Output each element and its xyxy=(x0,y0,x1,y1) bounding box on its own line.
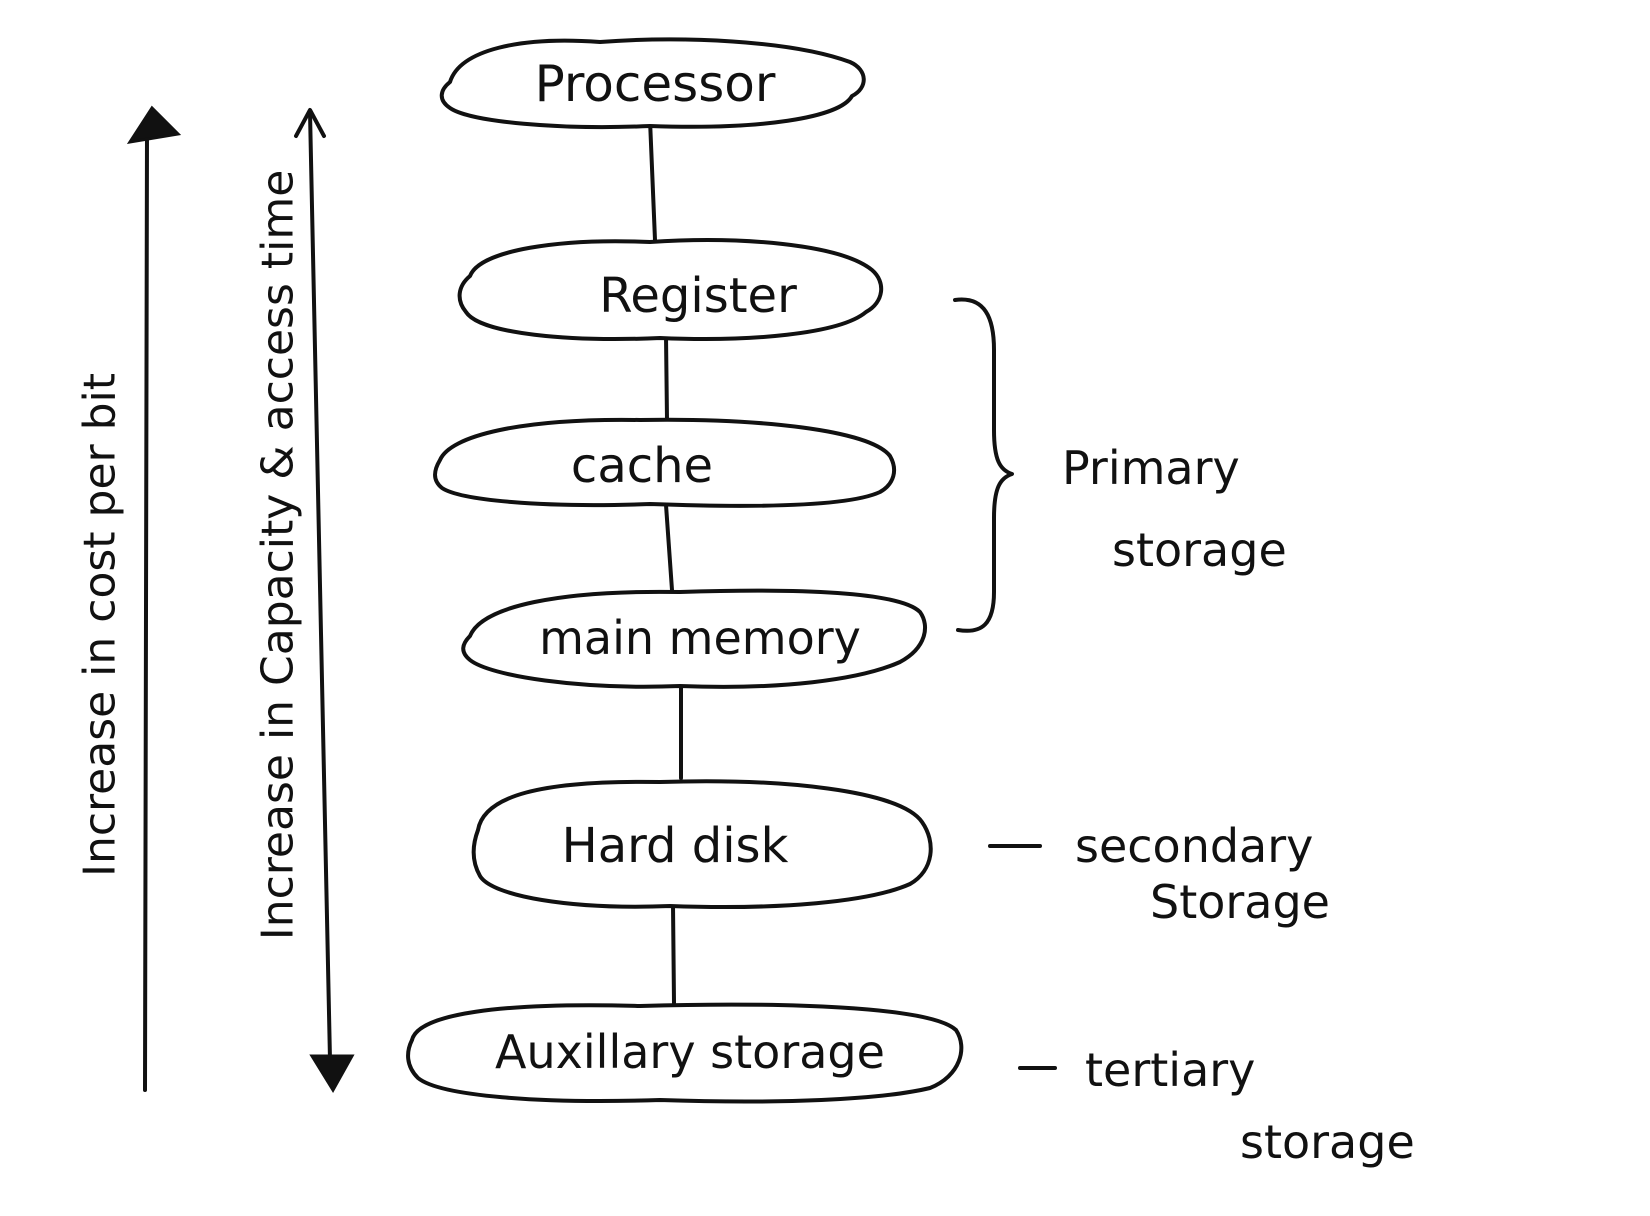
node-cache: cache xyxy=(433,417,897,508)
capacity-axis: Increase in Capacity & access time xyxy=(253,108,355,1093)
tertiary-storage-label-line2: storage xyxy=(1240,1115,1415,1169)
register-label: Register xyxy=(599,268,797,324)
cost-axis-arrowhead xyxy=(126,105,182,145)
cost-axis-line xyxy=(143,128,149,1092)
connector-cache-main-memory xyxy=(664,503,674,592)
hard-disk-shape xyxy=(471,779,933,909)
node-hard-disk: Hard disk xyxy=(471,779,933,909)
main-memory-label: main memory xyxy=(539,611,861,665)
cost-axis-label: Increase in cost per bit xyxy=(75,373,126,877)
node-main-memory: main memory xyxy=(461,588,928,689)
auxiliary-storage-label: Auxillary storage xyxy=(495,1025,885,1079)
primary-storage-label-line2: storage xyxy=(1112,523,1287,577)
tertiary-storage-label-line1: tertiary xyxy=(1085,1043,1255,1097)
capacity-axis-bottom-arrowhead xyxy=(309,1054,355,1093)
cache-label: cache xyxy=(571,438,713,494)
primary-storage-brace xyxy=(953,297,1014,633)
register-shape xyxy=(457,238,883,341)
processor-shape xyxy=(439,37,866,130)
tertiary-storage-group: tertiary storage xyxy=(1018,1043,1415,1169)
secondary-storage-label-line1: secondary xyxy=(1075,819,1313,873)
capacity-axis-line xyxy=(308,110,332,1062)
secondary-storage-label-line2: Storage xyxy=(1150,875,1330,929)
processor-label: Processor xyxy=(535,55,776,113)
capacity-axis-top-arrowhead xyxy=(294,108,326,138)
node-auxiliary-storage: Auxillary storage xyxy=(406,1002,964,1104)
connector-register-cache xyxy=(664,334,669,422)
node-processor: Processor xyxy=(439,37,866,130)
auxiliary-storage-shape xyxy=(406,1002,964,1104)
connectors xyxy=(648,118,683,1005)
connector-hard-disk-auxiliary xyxy=(671,903,676,1005)
cost-axis: Increase in cost per bit xyxy=(75,105,182,1092)
main-memory-shape xyxy=(461,588,928,689)
primary-storage-label-line1: Primary xyxy=(1062,441,1240,495)
primary-storage-group: Primary storage xyxy=(953,297,1287,633)
node-register: Register xyxy=(457,238,883,341)
capacity-axis-label: Increase in Capacity & access time xyxy=(253,170,304,941)
connector-processor-register xyxy=(648,118,657,242)
hard-disk-label: Hard disk xyxy=(562,818,789,874)
cache-shape xyxy=(433,417,897,508)
secondary-storage-group: secondary Storage xyxy=(988,819,1330,929)
